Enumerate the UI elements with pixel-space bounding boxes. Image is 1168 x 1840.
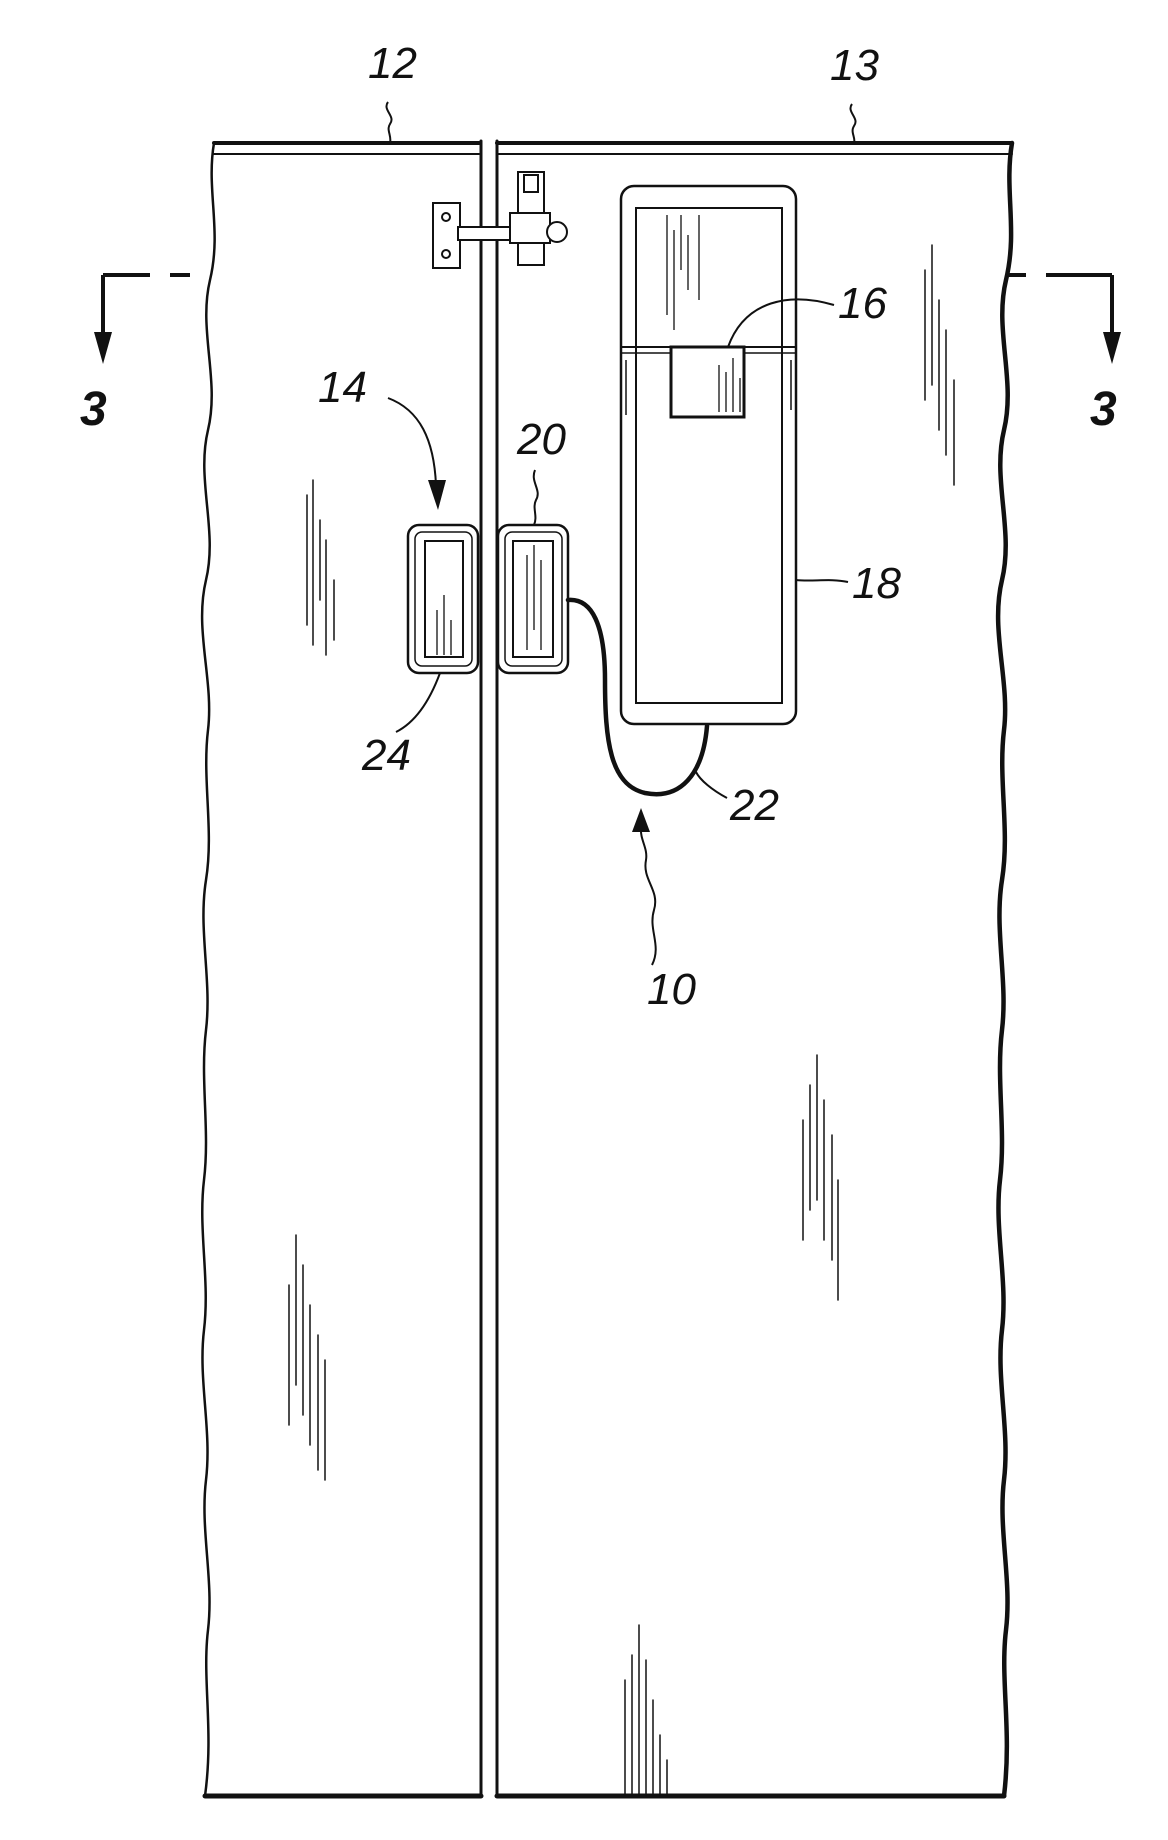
handle-20 [498,525,568,673]
leader-18 [796,580,848,582]
arrow-10-head [632,808,650,832]
sign-holder-shading [667,215,699,330]
section-arrow-right [1103,332,1121,364]
leader-24 [396,673,440,732]
handle-20-outer [498,525,568,673]
section-line-left [103,275,190,342]
ref-16: 16 [838,279,887,328]
leader-22 [696,772,727,798]
ref-14: 14 [318,363,367,412]
latch-bolt-slot [524,175,538,192]
section-label-right: 3 [1090,383,1117,436]
right-door-shading [625,245,954,1795]
ref-12: 12 [368,39,417,88]
handle-20-inner [513,541,553,657]
sign-holder-outer-frame [621,186,796,724]
ref-24: 24 [361,731,411,780]
cable-22 [568,600,707,794]
section-arrow-left [94,332,112,364]
barrel-bolt-latch [433,172,567,268]
ref-20: 20 [516,415,566,464]
ref-18: 18 [852,559,901,608]
leader-12 [386,102,391,143]
leader-20 [534,470,538,525]
ref-13: 13 [830,41,879,90]
section-line-right [1006,275,1112,342]
leader-14 [388,398,436,485]
latch-knob [547,222,567,242]
leader-13 [850,104,855,143]
latch-bolt-housing [510,213,550,243]
right-door [497,141,1012,1796]
handle-24 [408,525,478,673]
handle-24-outer [408,525,478,673]
latch-screw-top [442,213,450,221]
left-door-break-line [202,143,215,1796]
handle-24-shading [437,595,451,655]
sign-holder [621,186,796,724]
arrow-14-head [428,480,446,510]
leader-10 [641,828,656,965]
ref-10: 10 [647,965,696,1014]
section-label-left: 3 [80,383,107,436]
latch-screw-bottom [442,250,450,258]
ref-22: 22 [729,781,779,830]
sign-holder-inner-frame [636,208,782,703]
handle-20-shading [527,545,541,650]
left-door-shading [289,480,334,1480]
right-door-break-line [998,143,1012,1796]
